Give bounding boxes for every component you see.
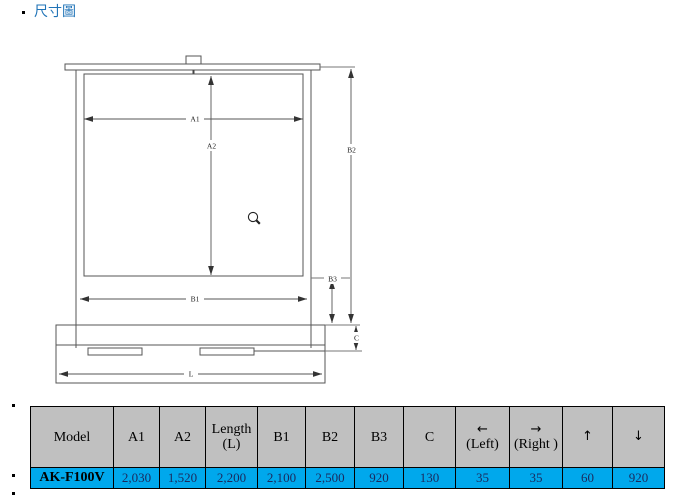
arrow-up-icon: ↑ bbox=[582, 429, 593, 444]
arrow-left-icon: ← bbox=[477, 421, 488, 437]
cell-b3: 920 bbox=[354, 467, 404, 489]
dimension-label-b3: B3 bbox=[328, 275, 337, 284]
cell-b2: 2,500 bbox=[305, 467, 355, 489]
cell-down: 920 bbox=[612, 467, 665, 489]
dimension-drawing: A1 A2 B1 B2 B3 C bbox=[0, 22, 673, 392]
dimension-label-b1: B1 bbox=[191, 295, 200, 304]
bullet-dot-icon bbox=[12, 492, 15, 495]
dimension-a1: A1 bbox=[84, 113, 303, 124]
table-row: AK-F100V 2,030 1,520 2,200 2,100 2,500 9… bbox=[30, 467, 665, 489]
dimension-label-c: C bbox=[354, 334, 359, 343]
column-header-length: Length (L) bbox=[205, 406, 258, 468]
specification-table-container: Model A1 A2 Length (L) B1 B2 bbox=[30, 406, 665, 489]
page-title: 尺寸圖 bbox=[34, 4, 76, 20]
bullet-dot-icon bbox=[12, 474, 15, 477]
cell-model: AK-F100V bbox=[30, 467, 114, 489]
column-header-down: ↓ bbox=[612, 406, 665, 468]
column-header-left: ← (Left) bbox=[455, 406, 510, 468]
cell-length: 2,200 bbox=[205, 467, 258, 489]
cell-c: 130 bbox=[403, 467, 456, 489]
cell-b1: 2,100 bbox=[257, 467, 306, 489]
cell-a2: 1,520 bbox=[159, 467, 206, 489]
dimension-label-b2: B2 bbox=[347, 146, 356, 155]
specification-table: Model A1 A2 Length (L) B1 B2 bbox=[30, 406, 665, 489]
arrow-right-icon: → bbox=[530, 421, 542, 437]
cell-a1: 2,030 bbox=[113, 467, 160, 489]
column-header-model: Model bbox=[30, 406, 114, 468]
column-header-right: → (Right ) bbox=[509, 406, 563, 468]
cell-up: 60 bbox=[562, 467, 613, 489]
dimension-b3: B3 bbox=[324, 273, 341, 323]
cell-left: 35 bbox=[455, 467, 510, 489]
column-header-b2: B2 bbox=[305, 406, 355, 468]
column-header-up: ↑ bbox=[562, 406, 613, 468]
section-heading: 尺寸圖 bbox=[10, 2, 310, 24]
dimension-c: C bbox=[349, 326, 363, 350]
bullet-dot-icon bbox=[12, 404, 15, 407]
bullet-dot-icon bbox=[22, 11, 25, 14]
table-header-row: Model A1 A2 Length (L) B1 B2 bbox=[30, 406, 665, 468]
dimension-a2: A2 bbox=[203, 76, 220, 275]
column-header-c: C bbox=[403, 406, 456, 468]
dimension-label-a1: A1 bbox=[190, 115, 199, 124]
column-header-b1: B1 bbox=[257, 406, 306, 468]
dimension-l: L bbox=[59, 368, 322, 379]
column-header-a1: A1 bbox=[113, 406, 160, 468]
dimension-label-l: L bbox=[189, 370, 194, 379]
arrow-down-icon: ↓ bbox=[633, 429, 644, 444]
door-handle-icon bbox=[247, 211, 261, 225]
cell-right: 35 bbox=[509, 467, 563, 489]
dimension-label-a2: A2 bbox=[207, 142, 216, 151]
column-header-b3: B3 bbox=[354, 406, 404, 468]
dimension-b1: B1 bbox=[80, 293, 307, 304]
column-header-a2: A2 bbox=[159, 406, 206, 468]
dimension-b2: B2 bbox=[343, 69, 360, 323]
